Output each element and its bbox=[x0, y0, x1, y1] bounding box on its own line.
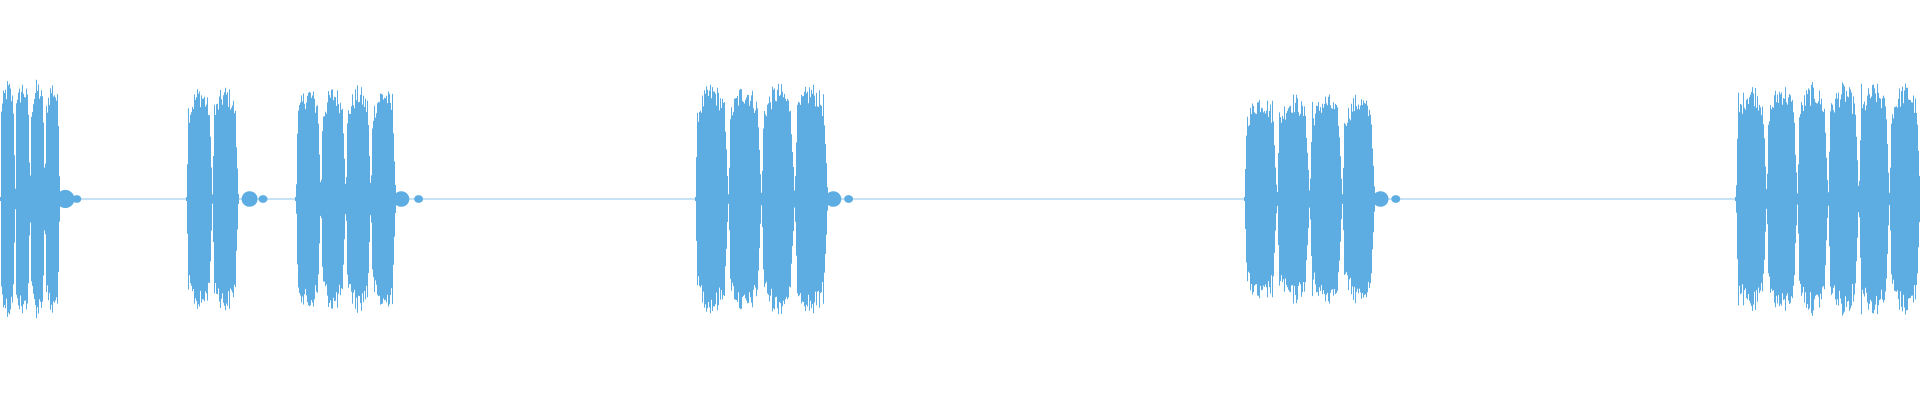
waveform-tail-1 bbox=[56, 189, 75, 209]
waveform-tail-9 bbox=[1372, 191, 1389, 207]
waveform-tail-3 bbox=[241, 191, 258, 207]
waveform-burst-5 bbox=[1244, 94, 1375, 304]
waveform-tail-5 bbox=[393, 191, 410, 207]
waveform-tail-4 bbox=[258, 195, 268, 203]
waveform-burst-6 bbox=[1735, 82, 1920, 316]
waveform-tail-8 bbox=[844, 195, 854, 203]
waveform-tail-2 bbox=[72, 195, 82, 203]
waveform-tail-10 bbox=[1391, 195, 1401, 203]
waveform-bursts bbox=[0, 79, 1920, 319]
waveform-burst-2 bbox=[186, 87, 239, 311]
waveform-burst-1 bbox=[0, 79, 60, 319]
waveform-burst-3 bbox=[295, 85, 396, 313]
waveform-burst-4 bbox=[695, 83, 828, 315]
waveform-tail-7 bbox=[825, 191, 842, 207]
waveform-tail-6 bbox=[414, 195, 424, 203]
waveform-tails bbox=[56, 189, 1401, 209]
